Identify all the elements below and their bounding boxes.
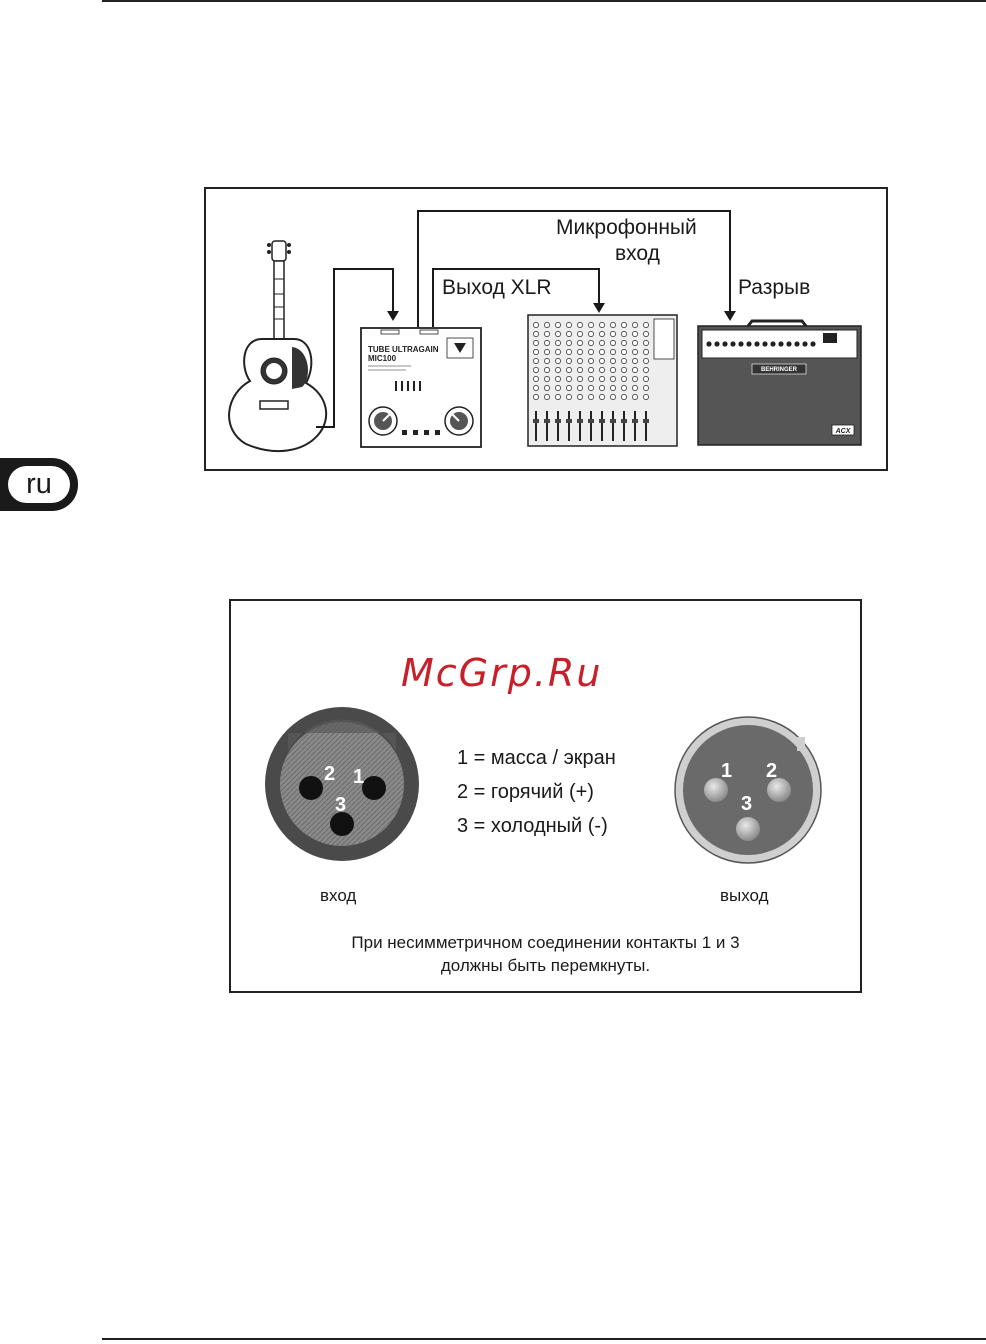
tube-preamp-icon: TUBE ULTRAGAIN MIC100 xyxy=(361,328,481,447)
input-label: вход xyxy=(320,886,356,906)
xlr-output-label: Выход XLR xyxy=(442,276,552,300)
female-pin-3: 3 xyxy=(335,794,346,816)
mic-input-label-line1: Микрофонный xyxy=(556,216,697,240)
female-pin-1: 1 xyxy=(353,766,364,788)
connection-diagram-graphics: TUBE ULTRAGAIN MIC100 xyxy=(206,189,886,469)
male-pin-1: 1 xyxy=(721,760,732,782)
xlr-pinout-diagram: 2 1 3 1 2 3 McGrp.Ru 1 = масса / экран 2… xyxy=(229,599,862,993)
amp-brand-label: BEHRINGER xyxy=(761,367,798,373)
pin-legend-2: 2 = горячий (+) xyxy=(457,781,594,804)
mixer-console-icon xyxy=(528,315,677,446)
female-pin-2: 2 xyxy=(324,763,335,785)
bottom-rule xyxy=(102,1338,986,1340)
male-pin-3: 3 xyxy=(741,793,752,815)
xlr-male-connector-icon: 1 2 3 xyxy=(675,717,821,863)
preamp-title-line1: TUBE ULTRAGAIN xyxy=(368,345,439,354)
xlr-female-connector-icon: 2 1 3 xyxy=(265,707,419,861)
pin-legend-1: 1 = масса / экран xyxy=(457,747,616,770)
amp-model-label: ACX xyxy=(835,428,852,435)
pin-legend-3: 3 = холодный (-) xyxy=(457,815,608,838)
unbalanced-note: При несимметричном соединении контакты 1… xyxy=(231,931,860,977)
connection-diagram: TUBE ULTRAGAIN MIC100 xyxy=(204,187,888,471)
language-tab: ru xyxy=(0,458,78,511)
unbalanced-note-line1: При несимметричном соединении контакты 1… xyxy=(231,931,860,954)
acoustic-guitar-icon xyxy=(229,241,326,451)
output-label: выход xyxy=(720,886,769,906)
top-rule xyxy=(102,0,986,2)
insert-label: Разрыв xyxy=(738,276,810,300)
language-tab-label: ru xyxy=(8,466,70,503)
combo-amplifier-icon: BEHRINGER ACX xyxy=(698,321,861,445)
male-pin-2: 2 xyxy=(766,760,777,782)
unbalanced-note-line2: должны быть перемкнуты. xyxy=(231,954,860,977)
watermark-logo: McGrp.Ru xyxy=(401,651,602,695)
mic-input-label-line2: вход xyxy=(615,242,660,266)
preamp-title-line2: MIC100 xyxy=(368,354,397,363)
